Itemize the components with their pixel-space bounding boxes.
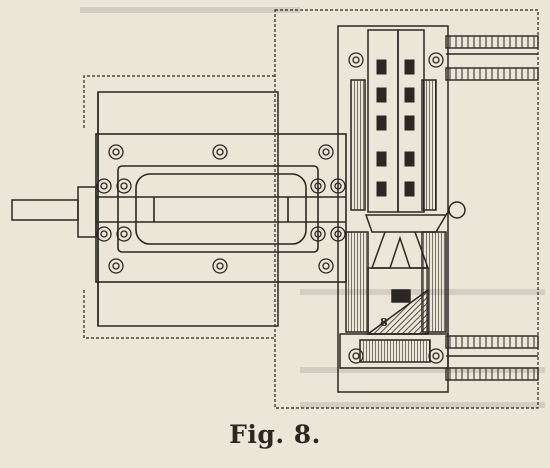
slot xyxy=(376,151,387,167)
bolt-hole-icon xyxy=(432,352,440,360)
bolt-icon xyxy=(108,144,124,160)
bolt-hole-icon xyxy=(322,148,330,156)
bolt-hole-icon xyxy=(100,230,108,238)
bolt-hole-icon xyxy=(120,230,128,238)
bolt-hole-icon xyxy=(100,182,108,190)
bolt-icon xyxy=(318,258,334,274)
bolt-icon xyxy=(116,226,132,242)
bolt-icon xyxy=(428,348,444,364)
guide-column xyxy=(337,25,449,393)
bolt-hole-icon xyxy=(216,148,224,156)
dashed-frame xyxy=(83,9,539,409)
bearing-bolts xyxy=(96,52,444,364)
bolt-hole-icon xyxy=(112,262,120,270)
bolt-icon xyxy=(96,226,112,242)
slot xyxy=(404,181,415,197)
bolt-hole-icon xyxy=(314,230,322,238)
slot xyxy=(376,59,387,75)
column-slots xyxy=(376,59,415,197)
bolt-icon xyxy=(108,258,124,274)
bolt-hole-icon xyxy=(432,56,440,64)
base-plate xyxy=(97,91,279,327)
shaft xyxy=(11,186,97,238)
slot xyxy=(404,59,415,75)
bolt-icon xyxy=(212,258,228,274)
rail-ties xyxy=(449,36,535,380)
bolt-hole-icon xyxy=(112,148,120,156)
bolt-hole-icon xyxy=(352,352,360,360)
bolt-hole-icon xyxy=(352,56,360,64)
bolt-hole-icon xyxy=(120,182,128,190)
slot xyxy=(376,115,387,131)
slot xyxy=(404,87,415,103)
bolt-icon xyxy=(116,178,132,194)
bolt-icon xyxy=(310,226,326,242)
wedge-label: 8 xyxy=(380,316,388,329)
bolt-icon xyxy=(96,178,112,194)
rails xyxy=(445,35,539,381)
bolt-hole-icon xyxy=(322,262,330,270)
bolt-icon xyxy=(428,52,444,68)
wedge-block xyxy=(365,267,429,335)
bolt-icon xyxy=(318,144,334,160)
slot xyxy=(404,151,415,167)
bleed-through-marks xyxy=(80,7,545,408)
bolt-icon xyxy=(348,52,364,68)
bolt-icon xyxy=(212,144,228,160)
bolt-icon xyxy=(310,178,326,194)
bearing-block xyxy=(95,133,347,283)
slot xyxy=(376,87,387,103)
lower-bracket xyxy=(339,333,449,369)
bolt-hole-icon xyxy=(216,262,224,270)
bolt-hole-icon xyxy=(314,182,322,190)
slot xyxy=(404,115,415,131)
slot xyxy=(376,181,387,197)
figure-caption: Fig. 8. xyxy=(229,420,321,449)
